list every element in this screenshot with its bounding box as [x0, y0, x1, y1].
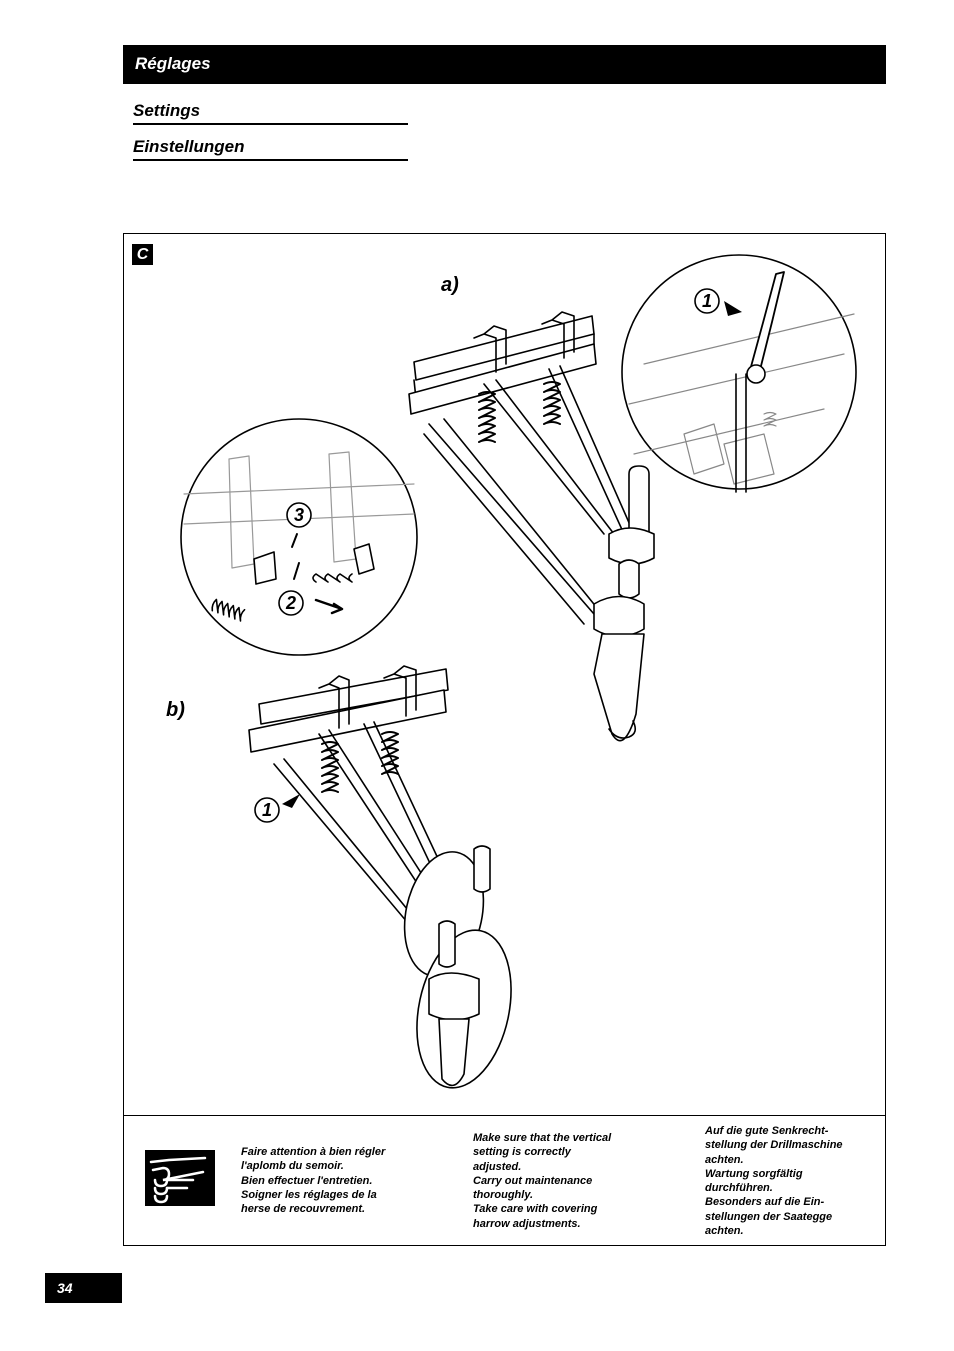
- seed-drill-assembly-b: [248, 665, 512, 1089]
- subtitle-einstellungen: Einstellungen: [133, 137, 408, 161]
- page-title: Réglages: [135, 54, 211, 73]
- figure-label-a: a): [441, 274, 459, 296]
- illustration: 1 3 2 1: [180, 254, 857, 1089]
- callout-3: 3: [294, 505, 304, 525]
- note-en: Make sure that the vertical setting is c…: [473, 1132, 612, 1230]
- page-number: 34: [45, 1273, 122, 1303]
- note-fr: Faire attention à bien régler l'aplomb d…: [241, 1146, 386, 1216]
- callout-circle-2: [278, 590, 304, 616]
- callout-circle-1a: [694, 288, 720, 314]
- note-de: Auf die gute Senkrecht- stellung der Dri…: [705, 1125, 843, 1238]
- notes-divider: [124, 1115, 885, 1116]
- seed-drill-assembly-a: [408, 311, 655, 742]
- figure-label-b: b): [166, 699, 185, 721]
- detail-circle-b: [180, 418, 418, 656]
- header-bar: Réglages: [123, 45, 886, 84]
- callout-1a: 1: [702, 291, 712, 311]
- callout-2: 2: [285, 593, 296, 613]
- subtitle-settings: Settings: [133, 101, 408, 125]
- pointing-hand-icon: [145, 1150, 215, 1206]
- detail-circle-a: [621, 254, 857, 490]
- section-badge: C: [132, 244, 153, 265]
- callout-circle-3: [286, 502, 312, 528]
- figure-frame: C: [123, 233, 886, 1246]
- callout-circle-1b: [254, 797, 280, 823]
- callout-1b: 1: [262, 800, 272, 820]
